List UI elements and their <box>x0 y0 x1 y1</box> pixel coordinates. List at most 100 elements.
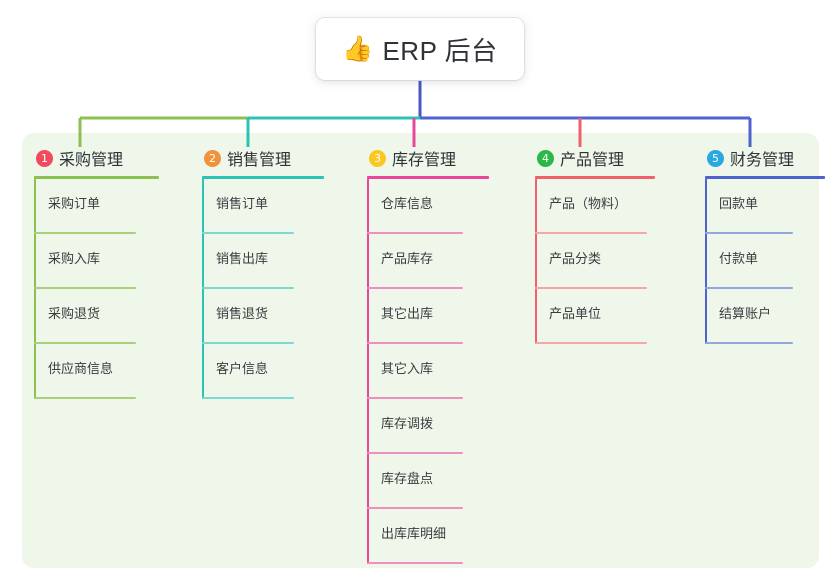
item-stem <box>34 289 36 344</box>
badge-5: 5 <box>707 149 724 167</box>
item-label: 库存盘点 <box>381 471 434 486</box>
item-stem <box>705 234 707 289</box>
column-header-5[interactable]: 5 财务管理 <box>693 146 839 170</box>
list-item[interactable]: 产品分类 <box>523 234 693 289</box>
item-label: 其它入库 <box>381 361 434 376</box>
item-rule <box>705 342 793 344</box>
list-item[interactable]: 采购入库 <box>22 234 182 289</box>
item-rule <box>34 232 136 234</box>
item-rule <box>367 287 463 289</box>
badge-3: 3 <box>369 149 386 167</box>
item-label: 回款单 <box>719 196 759 211</box>
item-rule <box>202 287 294 289</box>
item-label: 采购退货 <box>48 306 101 321</box>
list-item[interactable]: 仓库信息 <box>355 179 525 234</box>
item-rule <box>367 342 463 344</box>
list-item[interactable]: 销售订单 <box>190 179 350 234</box>
item-rule <box>34 397 136 399</box>
item-label: 结算账户 <box>719 306 772 321</box>
item-rule <box>34 342 136 344</box>
item-stem <box>202 344 204 399</box>
item-label: 付款单 <box>719 251 759 266</box>
item-stem <box>367 344 369 399</box>
column-items: 采购订单采购入库采购退货供应商信息 <box>22 179 182 399</box>
column-title: 销售管理 <box>227 152 292 169</box>
item-stem <box>34 234 36 289</box>
list-item[interactable]: 库存调拨 <box>355 399 525 454</box>
item-rule <box>535 287 647 289</box>
list-item[interactable]: 库存盘点 <box>355 454 525 509</box>
item-stem <box>367 289 369 344</box>
item-rule <box>367 397 463 399</box>
item-stem <box>535 234 537 289</box>
list-item[interactable]: 结算账户 <box>693 289 839 344</box>
item-stem <box>202 179 204 234</box>
list-item[interactable]: 其它出库 <box>355 289 525 344</box>
list-item[interactable]: 产品库存 <box>355 234 525 289</box>
badge-2: 2 <box>204 149 221 167</box>
list-item[interactable]: 产品单位 <box>523 289 693 344</box>
list-item[interactable]: 客户信息 <box>190 344 350 399</box>
column-items: 产品（物料） 产品分类产品单位 <box>523 179 693 344</box>
item-stem <box>367 399 369 454</box>
column-rule <box>367 176 489 179</box>
item-label: 采购入库 <box>48 251 101 266</box>
list-item[interactable]: 产品（物料） <box>523 179 693 234</box>
column-title: 采购管理 <box>59 152 124 169</box>
item-label: 产品分类 <box>549 251 602 266</box>
item-stem <box>202 234 204 289</box>
list-item[interactable]: 采购订单 <box>22 179 182 234</box>
badge-4: 4 <box>537 149 554 167</box>
item-label: 客户信息 <box>216 361 269 376</box>
column-rule <box>202 176 324 179</box>
column-采购管理: 1 采购管理采购订单采购入库采购退货供应商信息 <box>22 146 182 399</box>
list-item[interactable]: 其它入库 <box>355 344 525 399</box>
list-item[interactable]: 付款单 <box>693 234 839 289</box>
column-title: 产品管理 <box>560 152 625 169</box>
item-label: 销售出库 <box>216 251 269 266</box>
item-label: 销售订单 <box>216 196 269 211</box>
list-item[interactable]: 出库库明细 <box>355 509 525 564</box>
column-header-3[interactable]: 3 库存管理 <box>355 146 525 170</box>
item-label: 其它出库 <box>381 306 434 321</box>
list-item[interactable]: 采购退货 <box>22 289 182 344</box>
column-rule <box>34 176 159 179</box>
column-销售管理: 2 销售管理销售订单销售出库销售退货客户信息 <box>190 146 350 399</box>
item-rule <box>202 232 294 234</box>
item-rule <box>367 232 463 234</box>
column-items: 仓库信息产品库存其它出库其它入库库存调拨库存盘点出库库明细 <box>355 179 525 564</box>
column-header-4[interactable]: 4 产品管理 <box>523 146 693 170</box>
list-item[interactable]: 回款单 <box>693 179 839 234</box>
column-title: 财务管理 <box>730 152 795 169</box>
root-node[interactable]: 👍 ERP 后台 <box>316 18 524 80</box>
list-item[interactable]: 供应商信息 <box>22 344 182 399</box>
column-产品管理: 4 产品管理产品（物料） 产品分类产品单位 <box>523 146 693 344</box>
column-header-1[interactable]: 1 采购管理 <box>22 146 182 170</box>
badge-1: 1 <box>36 149 53 167</box>
root-title: ERP 后台 <box>382 35 498 66</box>
item-label: 产品单位 <box>549 306 602 321</box>
column-title: 库存管理 <box>392 152 457 169</box>
item-label: 供应商信息 <box>48 361 114 376</box>
item-label: 库存调拨 <box>381 416 434 431</box>
column-rule <box>705 176 825 179</box>
item-rule <box>367 507 463 509</box>
column-库存管理: 3 库存管理仓库信息产品库存其它出库其它入库库存调拨库存盘点出库库明细 <box>355 146 525 564</box>
thumbs-up-icon: 👍 <box>342 34 374 63</box>
item-label: 出库库明细 <box>381 526 447 541</box>
item-rule <box>202 342 294 344</box>
item-label: 产品库存 <box>381 251 434 266</box>
item-stem <box>705 179 707 234</box>
item-rule <box>367 562 463 564</box>
item-stem <box>535 179 537 234</box>
item-rule <box>202 397 294 399</box>
item-label: 采购订单 <box>48 196 101 211</box>
diagram-panel <box>22 133 819 568</box>
column-header-2[interactable]: 2 销售管理 <box>190 146 350 170</box>
list-item[interactable]: 销售出库 <box>190 234 350 289</box>
item-stem <box>34 344 36 399</box>
item-rule <box>705 232 793 234</box>
list-item[interactable]: 销售退货 <box>190 289 350 344</box>
column-rule <box>535 176 655 179</box>
